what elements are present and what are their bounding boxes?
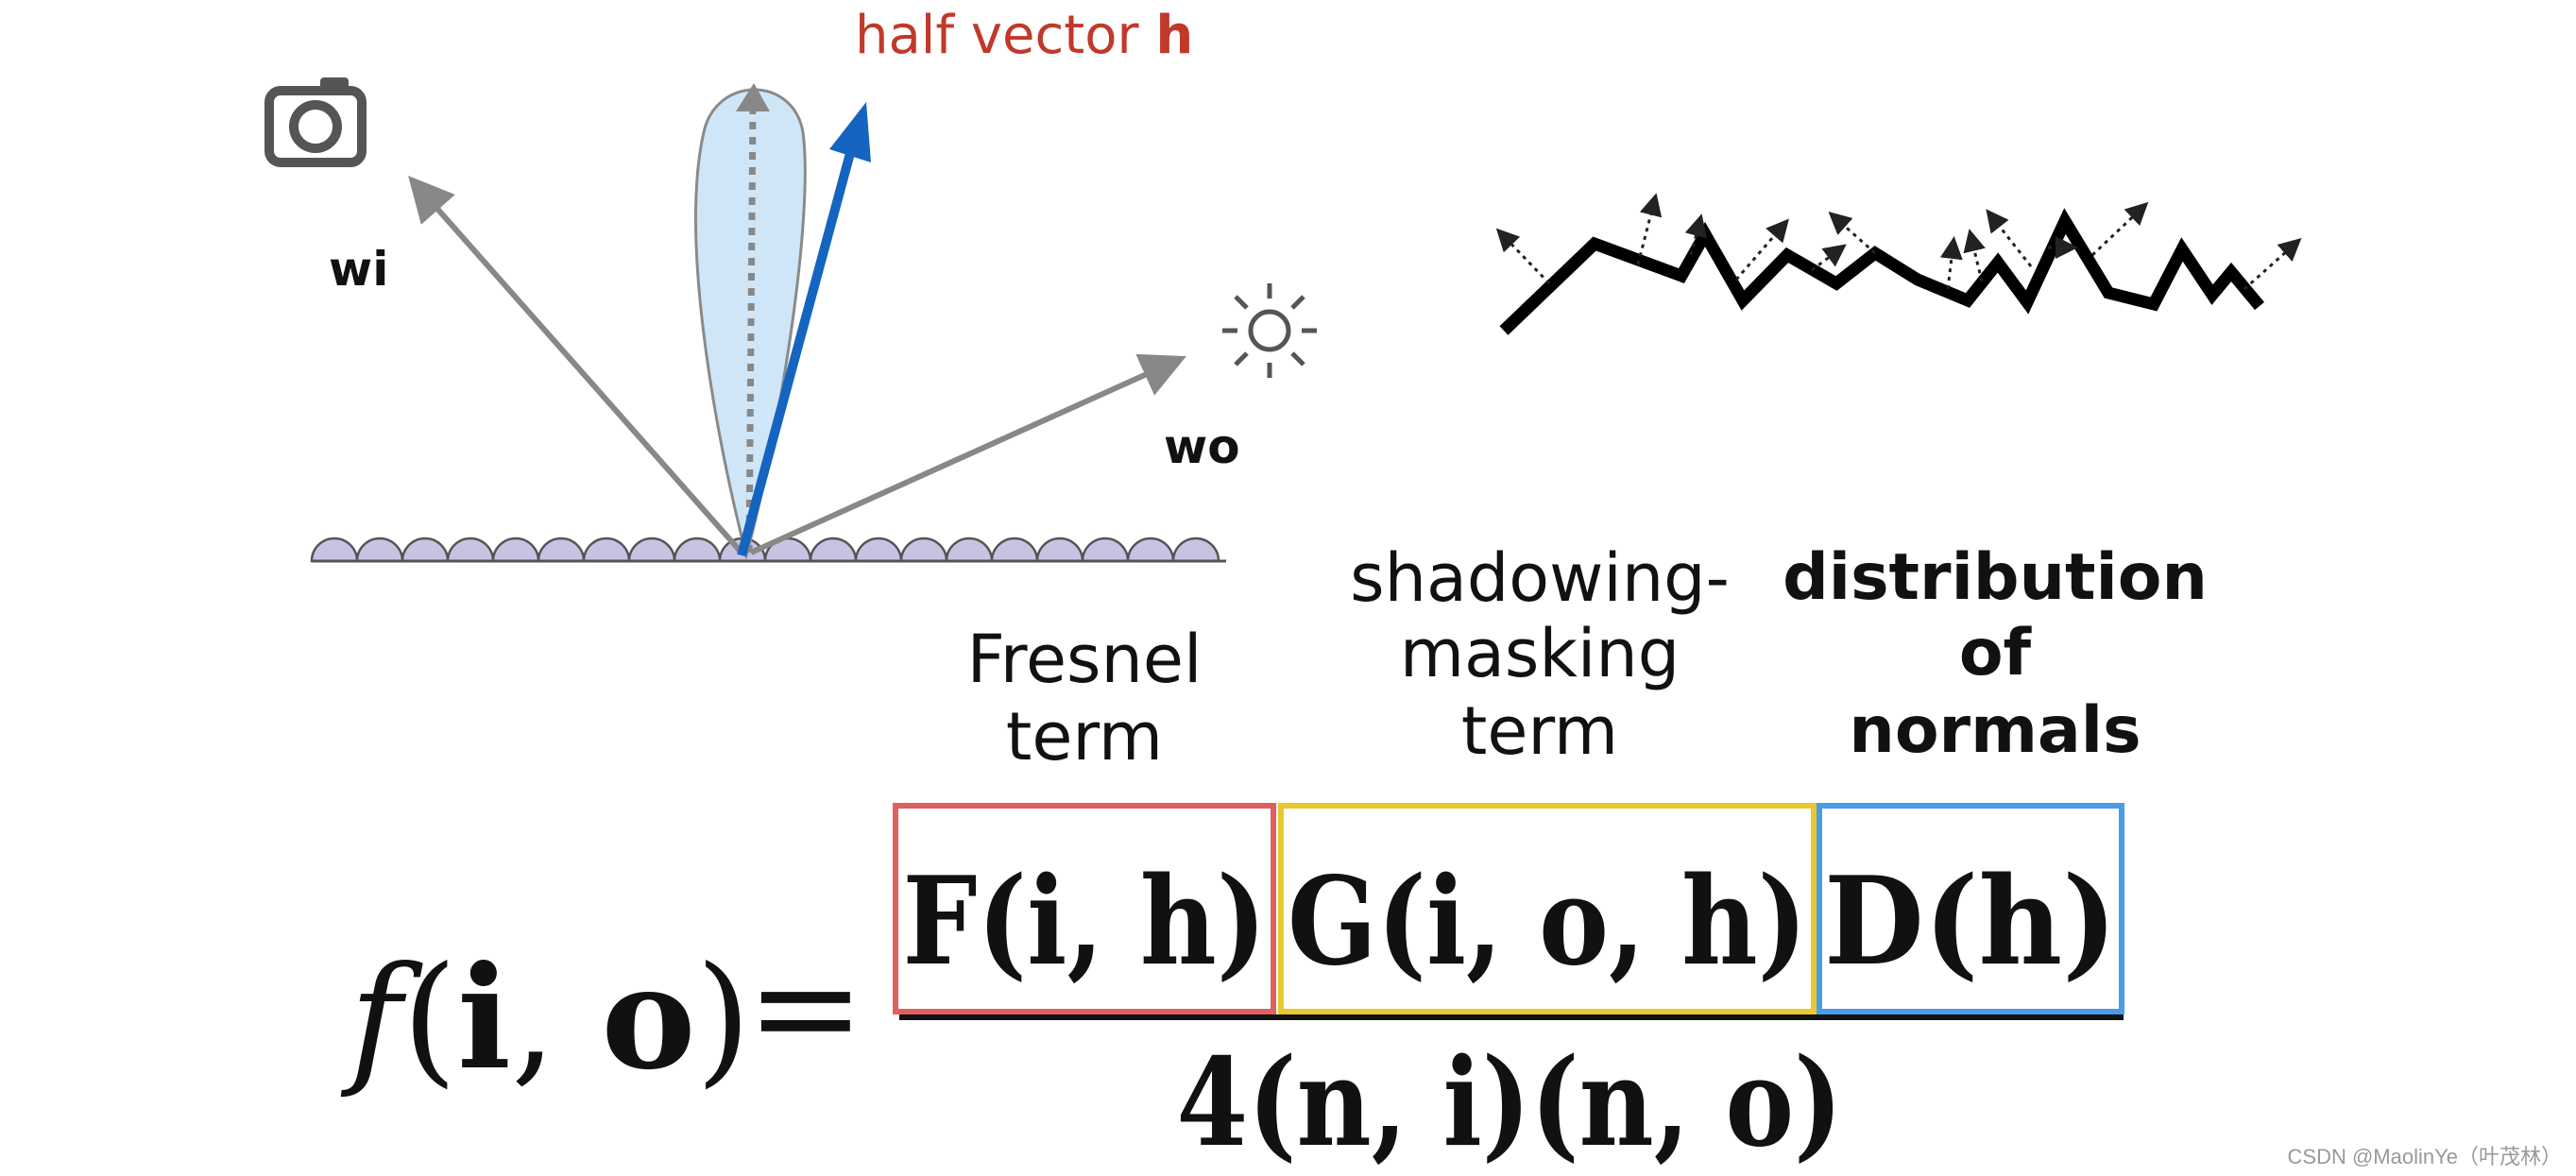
microfacet-bump — [582, 537, 631, 563]
wi-label: wi — [329, 242, 388, 297]
distribution-term-line-2: of — [1959, 616, 2033, 690]
microfacet-bump — [990, 537, 1039, 563]
microfacet-bump — [310, 537, 359, 563]
shadowing-term-line-2: masking — [1400, 615, 1680, 692]
normal-arrow-head — [736, 83, 770, 111]
half-vector-label-symbol: h — [1155, 5, 1193, 66]
facet-normal-arrow — [1734, 218, 1789, 281]
facet-normal-arrow — [1684, 213, 1708, 256]
microfacet-bump — [899, 537, 948, 563]
watermark: CSDN @MaolinYe（叶茂林） — [2288, 1145, 2562, 1168]
fresnel-term-line-2: term — [1006, 698, 1163, 775]
microfacet-bump — [401, 537, 450, 563]
shadowing-term-label: shadowing- masking term — [1350, 539, 1730, 770]
numerator-shadowing: G(i, o, h) — [1288, 851, 1807, 993]
distribution-term-box — [1817, 803, 2124, 1014]
rough-surface-line — [1499, 208, 2264, 335]
camera-icon — [264, 77, 367, 167]
shadowing-term-line-1: shadowing- — [1350, 539, 1730, 617]
wo-arrow — [749, 353, 1186, 555]
microfacet-bump — [673, 537, 722, 563]
microfacet-bump — [355, 537, 404, 563]
microfacet-bump — [446, 537, 495, 563]
facet-normal-arrow — [2090, 201, 2149, 257]
microfacet-bump — [537, 537, 586, 563]
facet-normal-arrow — [2243, 238, 2302, 291]
half-vector-arrow — [737, 130, 861, 557]
half-vector-arrow-head — [829, 102, 871, 162]
fresnel-term-line-1: Fresnel — [967, 621, 1203, 698]
equation-equals: = — [746, 926, 865, 1090]
microfacet-bump — [854, 537, 903, 563]
facet-normal-arrow — [1495, 228, 1551, 285]
microfacet-surface — [310, 537, 1220, 563]
microfacet-bump — [945, 537, 994, 563]
microfacet-bump — [1126, 537, 1175, 563]
facet-normal-arrow — [1811, 244, 1847, 272]
shadowing-term-line-3: term — [1461, 692, 1618, 770]
fresnel-term-label: Fresnel term — [967, 621, 1203, 775]
equation-lhs: f(i, o) — [340, 935, 751, 1101]
distribution-term-line-3: normals — [1849, 693, 2141, 768]
microfacet-bump — [491, 537, 540, 563]
sun-icon — [1222, 283, 1317, 378]
numerator-distribution: D(h) — [1824, 851, 2117, 993]
microfacet-bump — [627, 537, 676, 563]
fresnel-term-box — [893, 803, 1276, 1014]
half-vector-label-prefix: half vector — [855, 5, 1155, 66]
wi-arrow — [408, 176, 744, 554]
distribution-term-line-1: distribution — [1783, 540, 2208, 615]
shadowing-term-box — [1278, 803, 1817, 1014]
microfacet-normals — [1495, 193, 2302, 291]
distribution-term-label: distribution of normals — [1783, 540, 2208, 768]
microfacet-bump — [809, 537, 858, 563]
numerator-fresnel: F(i, h) — [903, 851, 1267, 993]
denominator: 4(n, i)(n, o) — [1177, 1032, 1843, 1174]
facet-normal-arrow — [1828, 212, 1876, 255]
facet-normal-arrow — [1939, 236, 1963, 290]
microfacet-bump — [1171, 537, 1220, 563]
facet-normal-arrow — [1963, 229, 1986, 282]
microfacet-bump — [1081, 537, 1130, 563]
microfacet-bump — [1035, 537, 1084, 563]
half-vector-label: half vector h — [855, 5, 1193, 66]
facet-normal-arrow — [1986, 209, 2033, 267]
wo-label: wo — [1164, 419, 1240, 474]
facet-normal-arrow — [1636, 193, 1663, 265]
